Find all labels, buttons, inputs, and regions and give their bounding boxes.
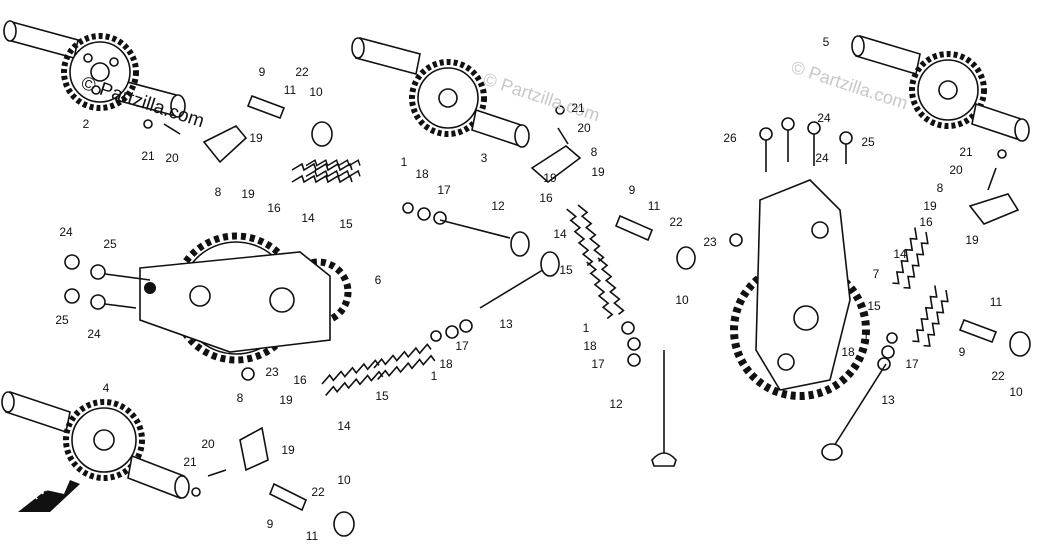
part-label-24: 24 — [59, 225, 73, 239]
part-label-22: 22 — [311, 485, 325, 499]
part-label-23: 23 — [703, 235, 717, 249]
part-label-1: 1 — [863, 329, 870, 343]
part-label-13: 13 — [881, 393, 895, 407]
part-label-12: 12 — [491, 199, 505, 213]
camshaft-top-right — [851, 34, 1030, 142]
part-label-26: 26 — [723, 131, 737, 145]
part-label-25: 25 — [55, 313, 69, 327]
part-label-6: 6 — [375, 273, 382, 287]
cam-holder-left — [139, 232, 352, 364]
part-label-20: 20 — [949, 163, 963, 177]
part-label-10: 10 — [309, 85, 323, 99]
part-label-22: 22 — [295, 65, 309, 79]
part-label-19: 19 — [241, 187, 255, 201]
part-label-7: 7 — [873, 267, 880, 281]
part-label-8: 8 — [937, 181, 944, 195]
part-label-9: 9 — [259, 65, 266, 79]
part-label-17: 17 — [905, 357, 919, 371]
part-label-21: 21 — [959, 145, 973, 159]
part-label-19: 19 — [249, 131, 263, 145]
part-label-23: 23 — [265, 365, 279, 379]
part-label-19: 19 — [591, 165, 605, 179]
part-label-8: 8 — [591, 145, 598, 159]
camshaft-top-middle — [351, 37, 530, 148]
camshaft-top-left — [3, 20, 186, 118]
part-label-1: 1 — [401, 155, 408, 169]
part-label-16: 16 — [293, 373, 307, 387]
rocker-arms — [202, 125, 1020, 472]
part-label-2: 2 — [83, 117, 90, 131]
part-label-22: 22 — [991, 369, 1005, 383]
part-label-25: 25 — [861, 135, 875, 149]
part-label-11: 11 — [306, 529, 319, 543]
part-label-11: 11 — [284, 83, 297, 97]
part-label-12: 12 — [609, 397, 623, 411]
part-label-18: 18 — [583, 339, 597, 353]
part-label-10: 10 — [337, 473, 351, 487]
part-label-19: 19 — [965, 233, 979, 247]
cam-holder-right — [730, 179, 870, 400]
part-label-10: 10 — [1009, 385, 1023, 399]
part-label-9: 9 — [629, 183, 636, 197]
part-label-19: 19 — [543, 171, 557, 185]
part-label-11: 11 — [990, 295, 1003, 309]
part-label-8: 8 — [237, 391, 244, 405]
part-label-14: 14 — [553, 227, 567, 241]
part-label-20: 20 — [165, 151, 179, 165]
part-label-22: 22 — [669, 215, 683, 229]
part-label-18: 18 — [415, 167, 429, 181]
valves — [439, 219, 887, 467]
part-label-14: 14 — [301, 211, 315, 225]
part-label-16: 16 — [919, 215, 933, 229]
part-label-17: 17 — [437, 183, 451, 197]
part-label-24: 24 — [87, 327, 101, 341]
part-label-5: 5 — [823, 35, 830, 49]
camshaft-bottom-left — [1, 390, 190, 500]
part-label-21: 21 — [571, 101, 585, 115]
part-label-14: 14 — [893, 247, 907, 261]
part-label-10: 10 — [675, 293, 689, 307]
part-label-15: 15 — [375, 389, 389, 403]
part-label-9: 9 — [959, 345, 966, 359]
forward-direction-badge: FWD — [18, 477, 80, 512]
part-label-8: 8 — [215, 185, 222, 199]
part-label-19: 19 — [279, 393, 293, 407]
part-label-20: 20 — [577, 121, 591, 135]
part-label-17: 17 — [455, 339, 469, 353]
part-label-25: 25 — [103, 237, 117, 251]
part-label-9: 9 — [267, 517, 274, 531]
part-label-18: 18 — [439, 357, 453, 371]
watermark-2: © Partzilla.com — [481, 69, 603, 126]
part-label-17: 17 — [591, 357, 605, 371]
part-label-15: 15 — [559, 263, 573, 277]
part-label-21: 21 — [183, 455, 197, 469]
part-label-24: 24 — [815, 151, 829, 165]
part-label-1: 1 — [583, 321, 590, 335]
part-label-13: 13 — [499, 317, 513, 331]
part-label-3: 3 — [481, 151, 488, 165]
part-label-14: 14 — [337, 419, 351, 433]
valve-springs — [291, 159, 953, 397]
part-label-19: 19 — [281, 443, 295, 457]
part-label-18: 18 — [841, 345, 855, 359]
part-label-15: 15 — [867, 299, 881, 313]
part-label-21: 21 — [141, 149, 155, 163]
part-label-4: 4 — [103, 381, 110, 395]
part-label-24: 24 — [817, 111, 831, 125]
part-label-1: 1 — [431, 369, 438, 383]
part-label-16: 16 — [539, 191, 553, 205]
fasteners — [64, 94, 1031, 537]
part-label-19: 19 — [923, 199, 937, 213]
part-label-15: 15 — [339, 217, 353, 231]
part-label-16: 16 — [267, 201, 281, 215]
part-label-11: 11 — [648, 199, 661, 213]
part-label-20: 20 — [201, 437, 215, 451]
